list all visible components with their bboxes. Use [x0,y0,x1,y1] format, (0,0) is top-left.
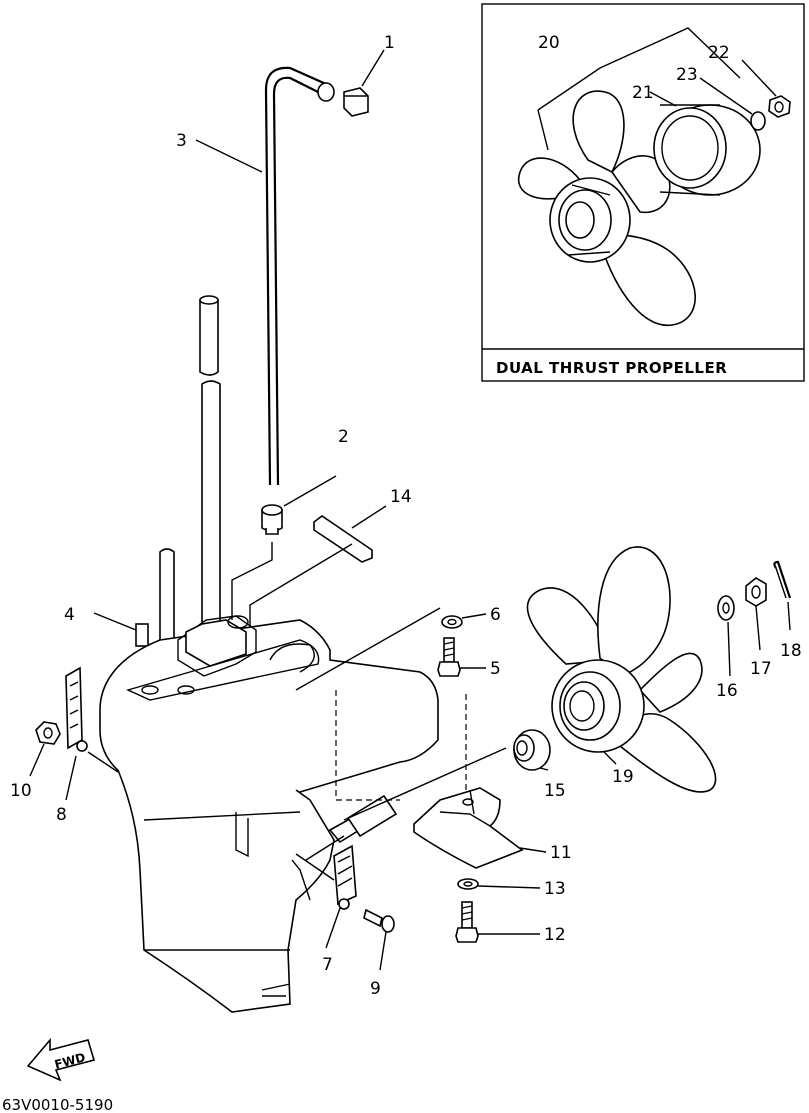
callout-12: 12 [544,925,566,945]
part-7-anode [333,844,357,910]
part-1-grommet [343,87,369,117]
callout-10: 10 [10,781,32,801]
callout-9: 9 [370,979,381,999]
part-8-anode [65,666,88,752]
part-2-grommet [261,504,283,535]
part-10-nut [35,721,61,745]
part-6-washer [441,615,463,629]
callout-4: 4 [64,605,75,625]
inset-propeller [517,90,696,326]
callout-22: 22 [708,43,730,63]
lower-case-housing [99,548,439,1013]
callout-3: 3 [176,131,187,151]
callout-5: 5 [490,659,501,679]
part-18-cotter-pin [773,560,792,599]
callout-13: 13 [544,879,566,899]
callout-8: 8 [56,805,67,825]
forward-direction-arrow: FWD [26,1037,96,1082]
callout-6: 6 [490,605,501,625]
drawing-code: 63V0010-5190 [2,1096,113,1113]
part-15-thrust-washer [513,729,551,771]
part-12-bolt [455,901,479,943]
part-16-washer [717,595,735,621]
callout-1: 1 [384,33,395,53]
callout-11: 11 [550,843,572,863]
callout-16: 16 [716,681,738,701]
callout-20: 20 [538,33,560,53]
inset-washer [750,111,766,131]
part-13-washer [457,878,479,890]
callout-15: 15 [544,781,566,801]
part-14-seal [313,515,373,563]
callout-17: 17 [750,659,772,679]
callout-21: 21 [632,83,654,103]
callout-23: 23 [676,65,698,85]
inset-panel: DUAL THRUST PROPELLER [481,3,805,382]
callout-14: 14 [390,487,412,507]
callout-2: 2 [338,427,349,447]
callout-18: 18 [780,641,802,661]
inset-nut [768,95,791,118]
callout-7: 7 [322,955,333,975]
callout-19: 19 [612,767,634,787]
inset-spacer [653,104,761,196]
part-19-propeller [526,546,717,793]
part-4-dowel-pin [135,623,149,647]
part-11-trim-tab [413,787,524,869]
inset-caption: DUAL THRUST PROPELLER [496,359,727,377]
part-9-screw [363,908,395,933]
part-5-bolt [437,637,461,677]
drive-shaft [199,295,221,633]
part-17-nut [745,577,767,607]
part-3-water-tube [264,66,335,486]
propeller-shaft [305,794,398,861]
